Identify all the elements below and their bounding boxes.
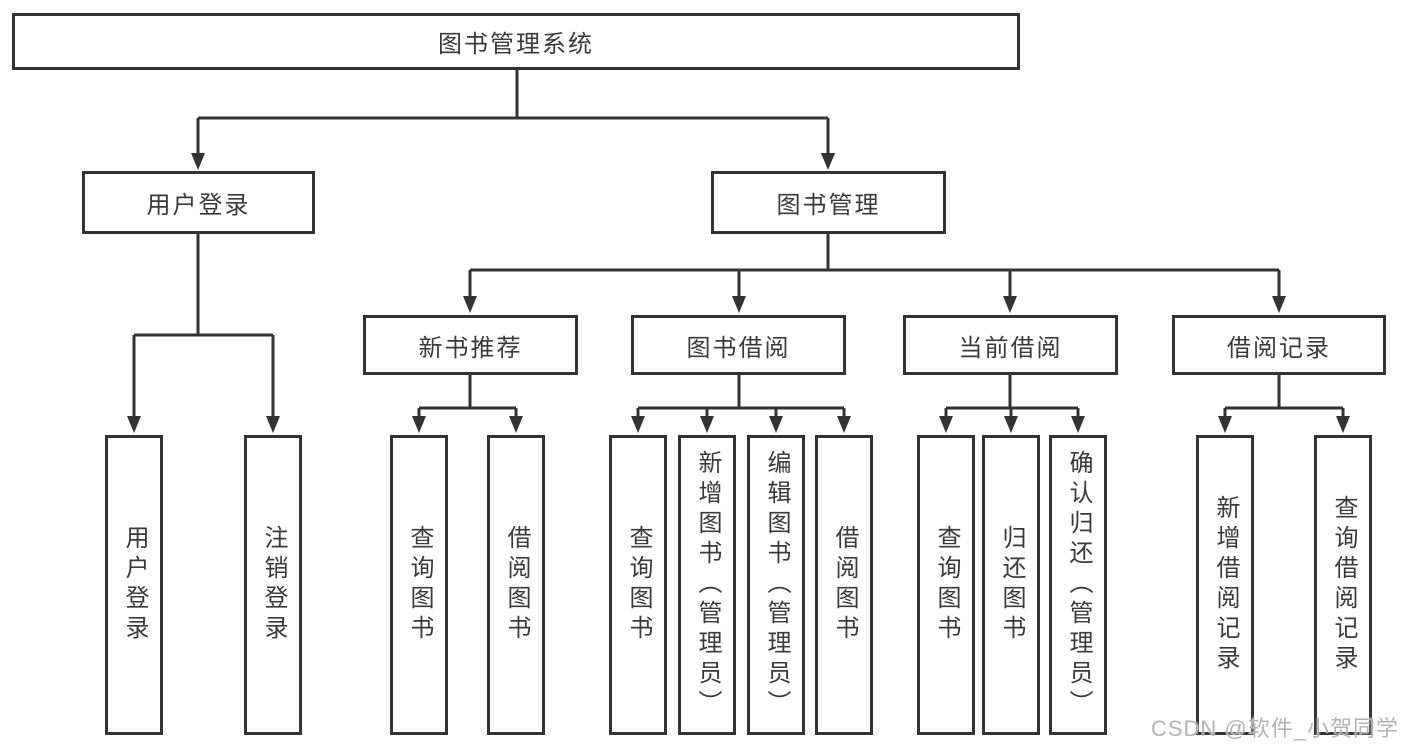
leaf-query-books-current: 查询图书 <box>917 435 975 735</box>
node-label: 新增图书（管理员） <box>694 450 721 720</box>
leaf-query-borrow-record: 查询借阅记录 <box>1314 435 1372 735</box>
leaf-confirm-return-admin: 确认归还（管理员） <box>1049 435 1107 735</box>
node-user-login: 用户登录 <box>82 171 315 234</box>
node-book-borrow: 图书借阅 <box>631 315 846 375</box>
leaf-add-borrow-record: 新增借阅记录 <box>1196 435 1254 735</box>
leaf-query-books-recommend: 查询图书 <box>390 435 448 735</box>
node-label: 借阅记录 <box>1227 334 1331 362</box>
leaf-return-book: 归还图书 <box>982 435 1040 735</box>
leaf-logout: 注销登录 <box>244 435 302 735</box>
leaf-borrow-books: 借阅图书 <box>815 435 873 735</box>
leaf-query-books-borrow: 查询图书 <box>609 435 667 735</box>
node-label: 编辑图书（管理员） <box>763 450 790 720</box>
node-current-borrow: 当前借阅 <box>903 315 1118 375</box>
node-label: 归还图书 <box>998 525 1025 645</box>
arrowheads <box>127 153 1350 433</box>
node-label: 图书管理系统 <box>438 31 594 58</box>
node-label: 用户登录 <box>146 192 251 219</box>
node-label: 图书管理 <box>776 192 881 219</box>
node-label: 新增借阅记录 <box>1212 495 1239 675</box>
leaf-borrow-books-recommend: 借阅图书 <box>487 435 545 735</box>
node-label: 查询图书 <box>625 525 652 645</box>
node-label: 当前借阅 <box>958 334 1063 362</box>
node-label: 查询图书 <box>406 525 433 645</box>
node-book-management: 图书管理 <box>711 171 946 234</box>
node-label: 注销登录 <box>260 525 287 645</box>
node-label: 新书推荐 <box>418 334 523 362</box>
leaf-edit-book-admin: 编辑图书（管理员） <box>747 435 805 735</box>
node-label: 查询借阅记录 <box>1330 495 1357 675</box>
node-new-book-recommend: 新书推荐 <box>363 315 578 375</box>
node-label: 用户登录 <box>121 525 148 645</box>
node-label: 确认归还（管理员） <box>1065 450 1092 720</box>
node-borrow-records: 借阅记录 <box>1172 315 1386 375</box>
node-label: 借阅图书 <box>831 525 858 645</box>
node-label: 查询图书 <box>933 525 960 645</box>
node-label: 图书借阅 <box>686 334 791 362</box>
leaf-user-login: 用户登录 <box>105 435 163 735</box>
watermark: CSDN @软件_小贺同学 <box>1150 716 1399 741</box>
connector-paths <box>132 70 1345 416</box>
leaf-add-book-admin: 新增图书（管理员） <box>678 435 736 735</box>
node-label: 借阅图书 <box>503 525 530 645</box>
node-root: 图书管理系统 <box>12 13 1020 70</box>
